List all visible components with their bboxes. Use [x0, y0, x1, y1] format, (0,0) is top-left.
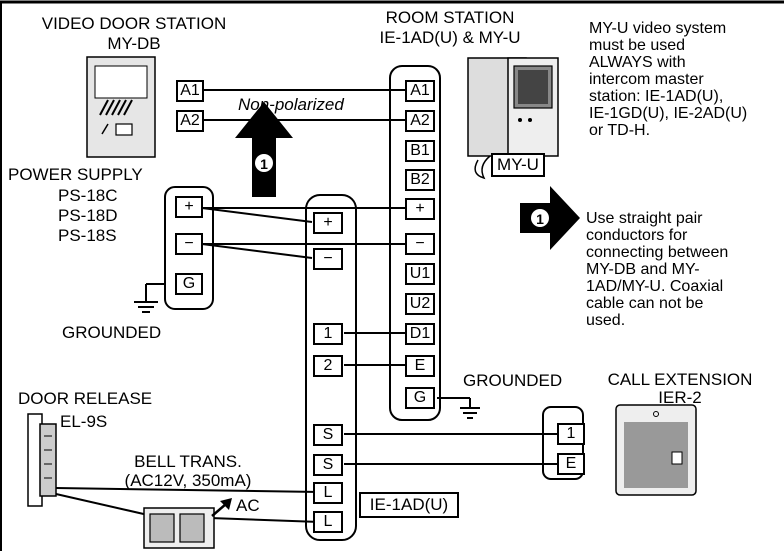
note-up-arrow	[235, 102, 293, 197]
video-door-station-model: MY-DB	[107, 34, 161, 53]
terminal-mydb-a2: A2	[176, 110, 204, 132]
non-polarized-label: Non-polarized	[238, 95, 344, 114]
room-station-title: ROOM STATION	[385, 8, 515, 27]
terminal-ie1ad-l2: L	[313, 511, 343, 533]
terminal-room-a2: A2	[405, 110, 435, 132]
terminal-room-u2: U2	[405, 293, 435, 315]
terminal-extension-e: E	[557, 453, 585, 475]
note-marker-up: 1	[260, 156, 268, 172]
terminal-room-plus: +	[405, 198, 435, 220]
door-release-title: DOOR RELEASE	[18, 389, 153, 408]
door-release-model: EL-9S	[60, 412, 108, 431]
terminal-ie1ad-s2: S	[313, 454, 343, 476]
power-supply-model-3: PS-18S	[58, 226, 117, 245]
call-extension-title: CALL EXTENSION	[607, 370, 753, 389]
terminal-power-g: G	[175, 273, 203, 295]
terminal-ie1ad-2: 2	[313, 355, 343, 377]
terminal-extension-1: 1	[557, 423, 585, 445]
terminal-room-minus: −	[405, 233, 435, 255]
terminal-room-g: G	[405, 387, 435, 409]
my-u-device	[467, 57, 559, 180]
call-extension-device	[615, 404, 697, 496]
terminal-room-d1: D1	[405, 323, 435, 345]
terminal-room-b2: B2	[405, 169, 435, 191]
note-marker-right: 1	[536, 211, 544, 227]
bell-trans-spec: (AC12V, 350mA)	[124, 471, 252, 490]
terminal-power-minus: −	[175, 233, 203, 255]
my-u-label: MY-U	[491, 153, 545, 177]
terminal-ie1ad-l1: L	[313, 482, 343, 504]
power-supply-model-1: PS-18C	[58, 186, 118, 205]
grounded-label-right: GROUNDED	[463, 371, 563, 390]
terminal-power-plus: +	[175, 196, 203, 218]
terminal-ie1ad-minus: −	[313, 248, 343, 270]
wiring-note: Use straight pair conductors for connect…	[586, 210, 729, 329]
power-supply-model-2: PS-18D	[58, 206, 118, 225]
terminal-ie1ad-plus: +	[313, 212, 343, 234]
terminal-room-u1: U1	[405, 263, 435, 285]
grounded-label-left: GROUNDED	[62, 323, 162, 342]
terminal-room-e: E	[405, 355, 435, 377]
power-supply-title: POWER SUPPLY	[8, 165, 143, 184]
call-extension-model: IER-2	[658, 388, 702, 407]
bell-trans-title: BELL TRANS.	[134, 452, 242, 471]
video-door-station-device	[86, 56, 156, 158]
terminal-ie1ad-1: 1	[313, 323, 343, 345]
video-door-station-title: VIDEO DOOR STATION	[41, 14, 227, 33]
room-station-model: IE-1AD(U) & MY-U	[379, 28, 521, 47]
ie1ad-label: IE-1AD(U)	[359, 492, 459, 518]
door-release-device	[27, 413, 57, 507]
terminal-mydb-a1: A1	[176, 80, 204, 102]
ac-label: AC	[236, 496, 260, 515]
terminal-room-a1: A1	[405, 80, 435, 102]
my-u-note: MY-U video system must be used ALWAYS wi…	[589, 20, 748, 139]
terminal-room-b1: B1	[405, 140, 435, 162]
terminal-ie1ad-s1: S	[313, 424, 343, 446]
note-right-arrow	[520, 186, 580, 250]
bell-transformer-device	[143, 507, 215, 549]
